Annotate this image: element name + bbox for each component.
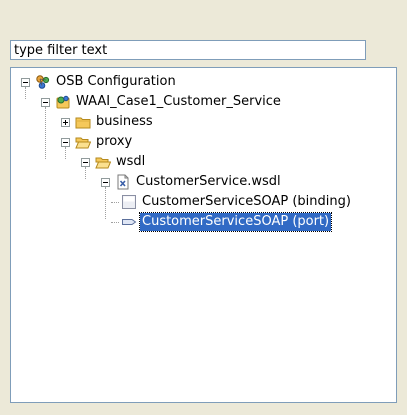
- collapse-toggle-icon[interactable]: [81, 157, 90, 167]
- tree-item-wsdl-folder[interactable]: wsdl: [81, 152, 147, 172]
- wsdl-file-icon: [115, 174, 131, 190]
- tree-connector: [85, 167, 86, 179]
- folder-open-icon: [75, 134, 91, 150]
- expand-toggle-icon[interactable]: [61, 117, 70, 127]
- tree-item-label: OSB Configuration: [56, 74, 176, 89]
- tree-connector: [105, 187, 106, 219]
- collapse-toggle-icon[interactable]: [41, 97, 50, 107]
- tree-item-label: wsdl: [116, 154, 146, 169]
- tree-item-label: CustomerService.wsdl: [136, 174, 281, 189]
- tree-item-business[interactable]: business: [61, 112, 155, 132]
- tree-view[interactable]: OSB Configuration WAAI_Case1_Customer_Se…: [10, 67, 397, 403]
- tree-connector: [45, 107, 46, 159]
- project-icon: [55, 94, 71, 110]
- tree-item-port[interactable]: CustomerServiceSOAP (port): [107, 212, 333, 232]
- tree-item-label: business: [96, 114, 153, 129]
- tree-item-label: CustomerServiceSOAP (port): [138, 212, 333, 232]
- collapse-toggle-icon[interactable]: [21, 77, 30, 87]
- tree-connector: [65, 147, 66, 159]
- folder-icon: [75, 114, 91, 130]
- tree-item-label: proxy: [96, 134, 133, 149]
- folder-open-icon: [95, 154, 111, 170]
- tree-item-customerservice-wsdl[interactable]: CustomerService.wsdl: [101, 172, 283, 192]
- tree-connector: [111, 221, 119, 223]
- tree-connector: [111, 201, 119, 203]
- tree-item-label: CustomerServiceSOAP (binding): [142, 194, 351, 209]
- tree-item-binding[interactable]: CustomerServiceSOAP (binding): [107, 192, 353, 212]
- collapse-toggle-icon[interactable]: [61, 137, 70, 147]
- tree-item-label: WAAI_Case1_Customer_Service: [76, 94, 281, 109]
- port-icon: [121, 214, 137, 230]
- binding-icon: [121, 194, 137, 210]
- collapse-toggle-icon[interactable]: [101, 177, 110, 187]
- tree-item-osb-configuration[interactable]: OSB Configuration: [21, 72, 178, 92]
- osb-config-icon: [35, 74, 51, 90]
- tree-connector: [25, 87, 26, 99]
- filter-input[interactable]: [10, 40, 366, 60]
- tree-item-project[interactable]: WAAI_Case1_Customer_Service: [41, 92, 283, 112]
- tree-item-proxy[interactable]: proxy: [61, 132, 134, 152]
